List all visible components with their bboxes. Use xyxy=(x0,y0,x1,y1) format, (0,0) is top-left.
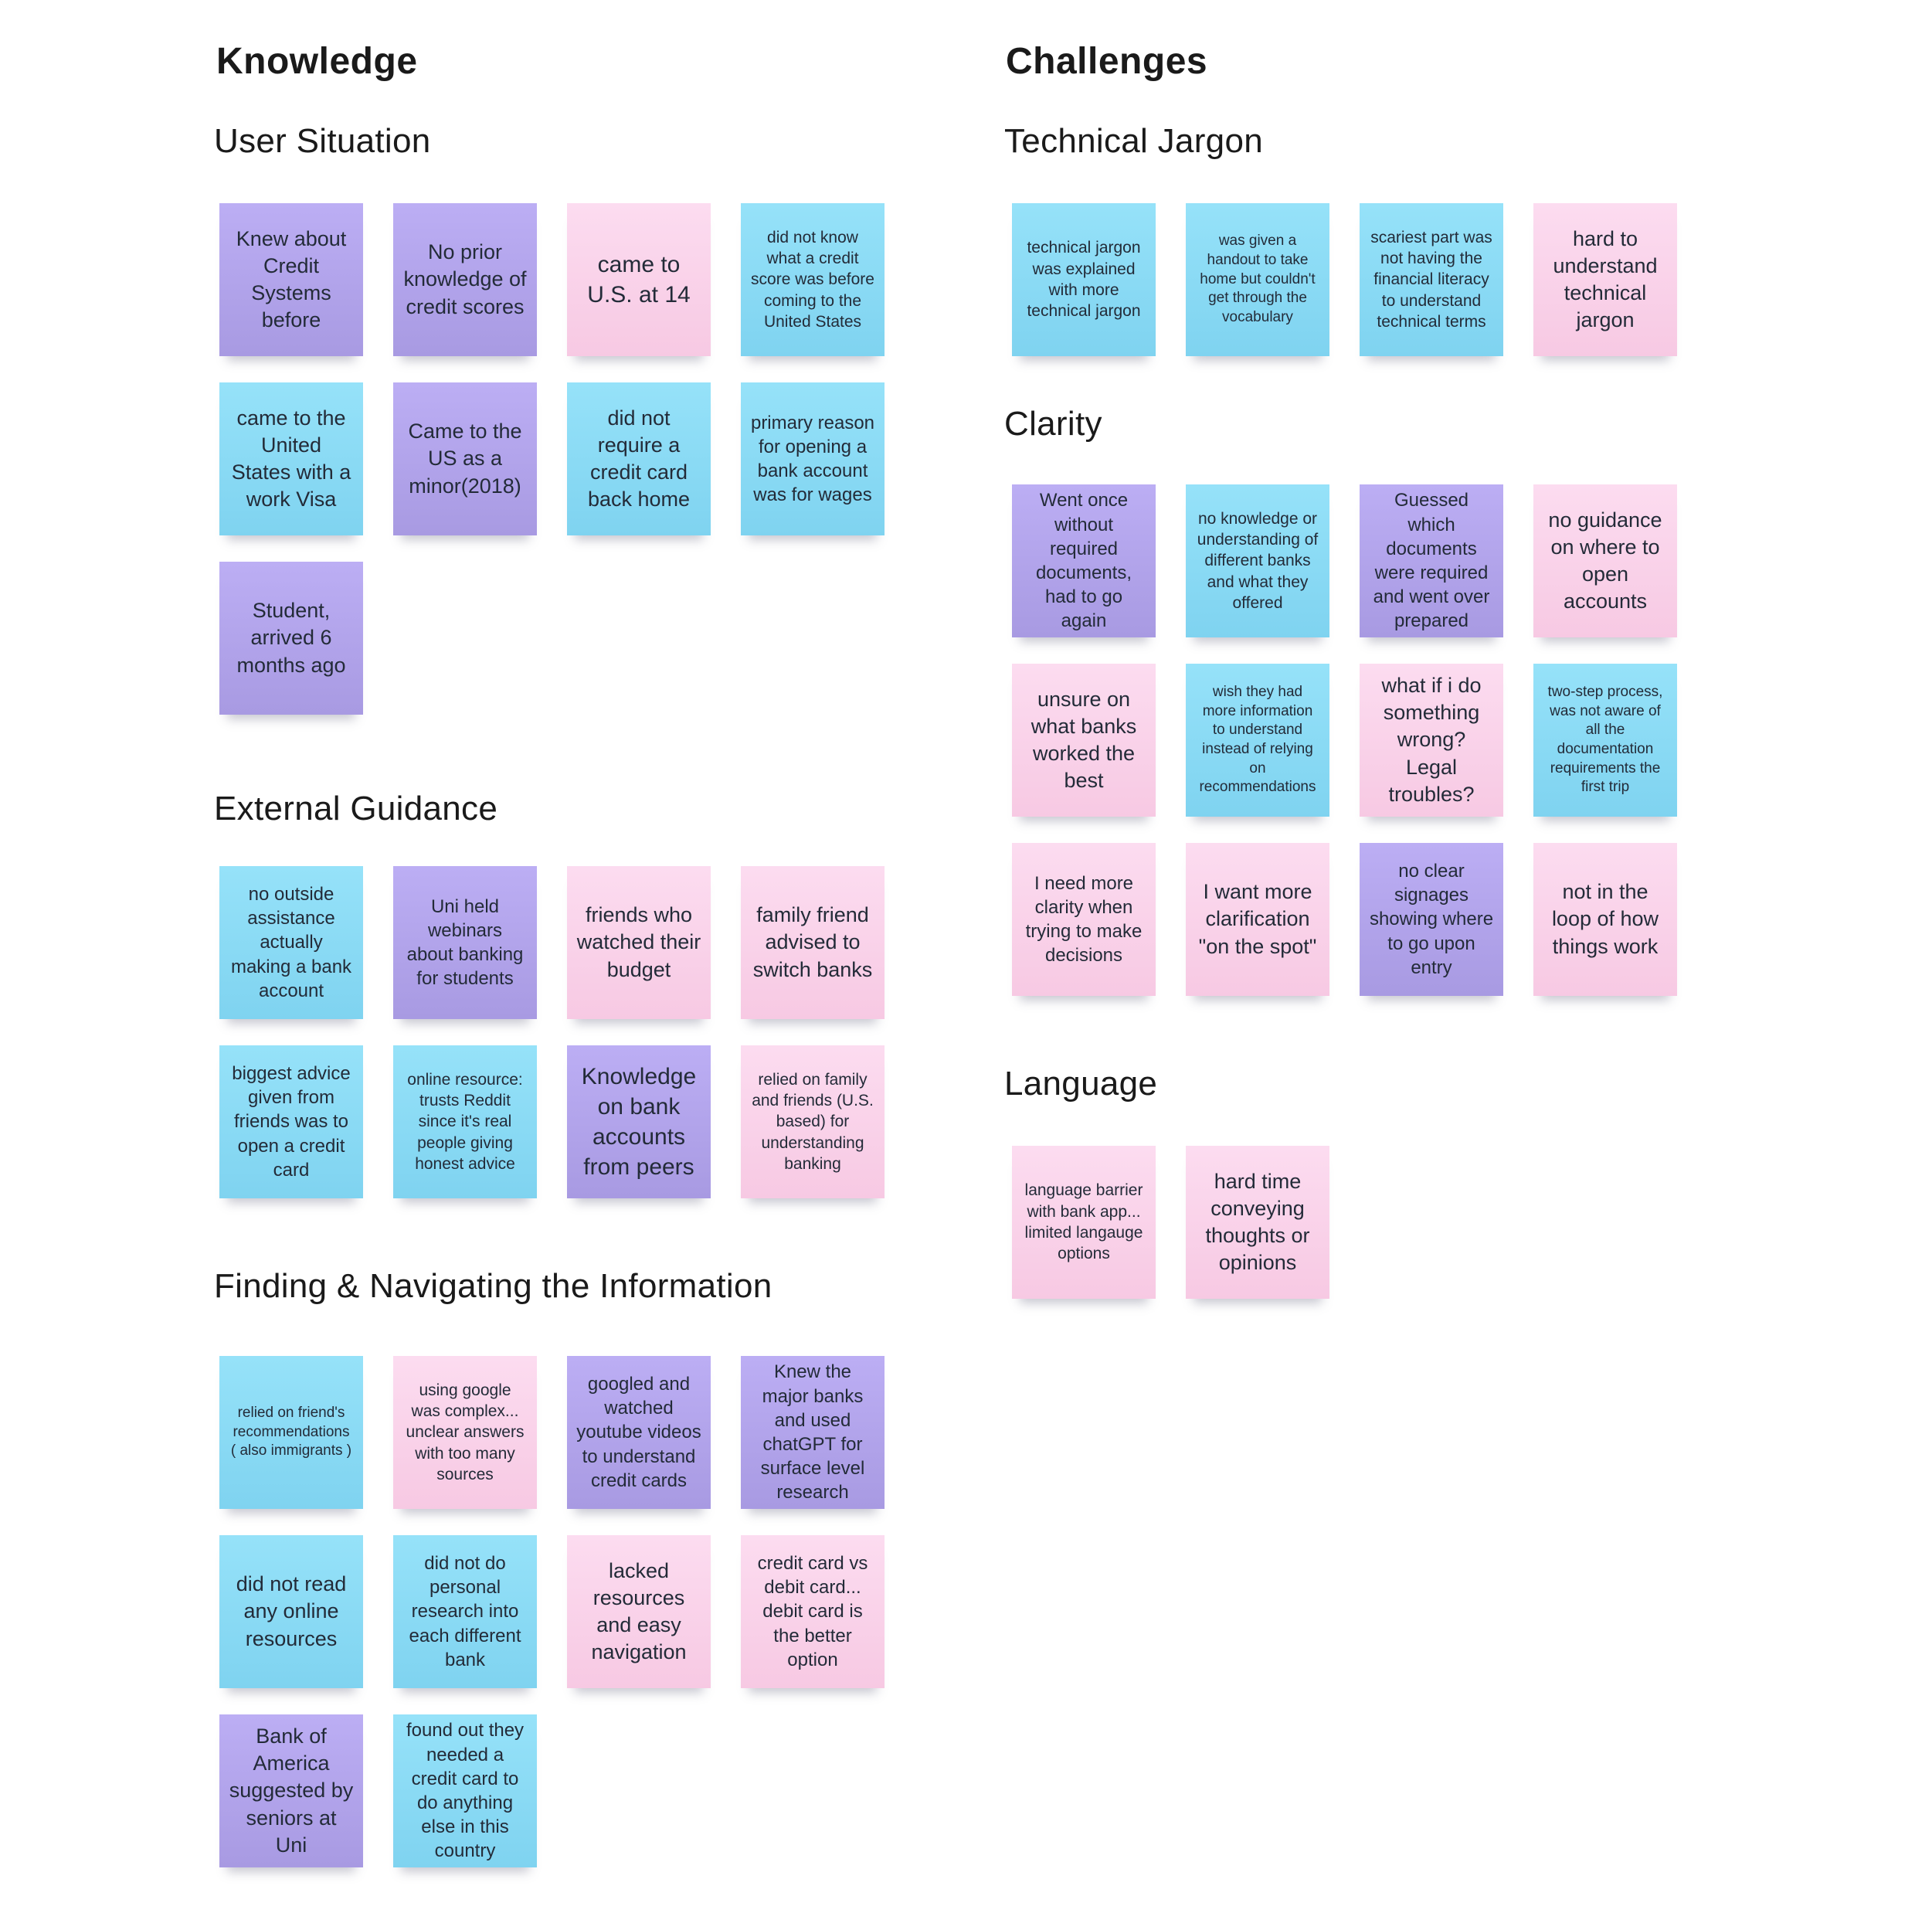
section-heading-external-guidance: External Guidance xyxy=(214,790,498,827)
technical-jargon-grid: technical jargon was explained with more… xyxy=(1012,203,1677,356)
sticky-note[interactable]: hard time conveying thoughts or opinions xyxy=(1186,1146,1329,1299)
sticky-note[interactable]: Student, arrived 6 months ago xyxy=(219,562,363,715)
sticky-note[interactable]: two-step process, was not aware of all t… xyxy=(1533,664,1677,817)
sticky-note[interactable]: came to the United States with a work Vi… xyxy=(219,382,363,535)
clarity-grid: Went once without required documents, ha… xyxy=(1012,484,1677,996)
section-heading-language: Language xyxy=(1004,1065,1158,1103)
sticky-note[interactable]: not in the loop of how things work xyxy=(1533,843,1677,996)
sticky-note[interactable]: came to U.S. at 14 xyxy=(567,203,711,356)
board-title-knowledge: Knowledge xyxy=(216,41,418,82)
sticky-note[interactable]: no guidance on where to open accounts xyxy=(1533,484,1677,637)
sticky-note[interactable]: no knowledge or understanding of differe… xyxy=(1186,484,1329,637)
board-title-challenges: Challenges xyxy=(1006,41,1208,82)
sticky-note[interactable]: Knew about Credit Systems before xyxy=(219,203,363,356)
external-guidance-grid: no outside assistance actually making a … xyxy=(219,866,885,1198)
sticky-note[interactable]: friends who watched their budget xyxy=(567,866,711,1019)
sticky-note[interactable]: googled and watched youtube videos to un… xyxy=(567,1356,711,1509)
sticky-note[interactable]: no outside assistance actually making a … xyxy=(219,866,363,1019)
sticky-note[interactable]: found out they needed a credit card to d… xyxy=(393,1714,537,1867)
sticky-note[interactable]: lacked resources and easy navigation xyxy=(567,1535,711,1688)
sticky-note[interactable]: technical jargon was explained with more… xyxy=(1012,203,1156,356)
user-situation-grid: Knew about Credit Systems before No prio… xyxy=(219,203,885,715)
sticky-note[interactable]: did not read any online resources xyxy=(219,1535,363,1688)
language-grid: language barrier with bank app... limite… xyxy=(1012,1146,1677,1299)
sticky-note[interactable]: primary reason for opening a bank accoun… xyxy=(741,382,885,535)
sticky-note[interactable]: did not know what a credit score was bef… xyxy=(741,203,885,356)
sticky-note[interactable]: did not require a credit card back home xyxy=(567,382,711,535)
sticky-note[interactable]: Uni held webinars about banking for stud… xyxy=(393,866,537,1019)
sticky-note[interactable]: No prior knowledge of credit scores xyxy=(393,203,537,356)
sticky-note[interactable]: no clear signages showing where to go up… xyxy=(1360,843,1503,996)
section-heading-user-situation: User Situation xyxy=(214,122,431,160)
sticky-note[interactable]: credit card vs debit card... debit card … xyxy=(741,1535,885,1688)
sticky-note[interactable]: Knew the major banks and used chatGPT fo… xyxy=(741,1356,885,1509)
sticky-note[interactable]: using google was complex... unclear answ… xyxy=(393,1356,537,1509)
sticky-note[interactable]: family friend advised to switch banks xyxy=(741,866,885,1019)
sticky-note[interactable]: I need more clarity when trying to make … xyxy=(1012,843,1156,996)
sticky-note[interactable]: relied on family and friends (U.S. based… xyxy=(741,1045,885,1198)
sticky-note[interactable]: what if i do something wrong? Legal trou… xyxy=(1360,664,1503,817)
sticky-note[interactable]: online resource: trusts Reddit since it'… xyxy=(393,1045,537,1198)
finding-navigating-grid: relied on friend's recommendations ( als… xyxy=(219,1356,885,1867)
sticky-note[interactable]: did not do personal research into each d… xyxy=(393,1535,537,1688)
section-heading-technical-jargon: Technical Jargon xyxy=(1004,122,1263,160)
sticky-note[interactable]: wish they had more information to unders… xyxy=(1186,664,1329,817)
sticky-note[interactable]: relied on friend's recommendations ( als… xyxy=(219,1356,363,1509)
section-heading-finding-navigating: Finding & Navigating the Information xyxy=(214,1267,772,1305)
section-heading-clarity: Clarity xyxy=(1004,405,1102,443)
sticky-note[interactable]: Knowledge on bank accounts from peers xyxy=(567,1045,711,1198)
sticky-note[interactable]: Bank of America suggested by seniors at … xyxy=(219,1714,363,1867)
sticky-note[interactable]: scariest part was not having the financi… xyxy=(1360,203,1503,356)
sticky-note[interactable]: Came to the US as a minor(2018) xyxy=(393,382,537,535)
sticky-note[interactable]: was given a handout to take home but cou… xyxy=(1186,203,1329,356)
sticky-note[interactable]: Went once without required documents, ha… xyxy=(1012,484,1156,637)
sticky-note[interactable]: unsure on what banks worked the best xyxy=(1012,664,1156,817)
sticky-note[interactable]: biggest advice given from friends was to… xyxy=(219,1045,363,1198)
sticky-note[interactable]: language barrier with bank app... limite… xyxy=(1012,1146,1156,1299)
sticky-note[interactable]: Guessed which documents were required an… xyxy=(1360,484,1503,637)
sticky-note[interactable]: hard to understand technical jargon xyxy=(1533,203,1677,356)
sticky-note[interactable]: I want more clarification "on the spot" xyxy=(1186,843,1329,996)
